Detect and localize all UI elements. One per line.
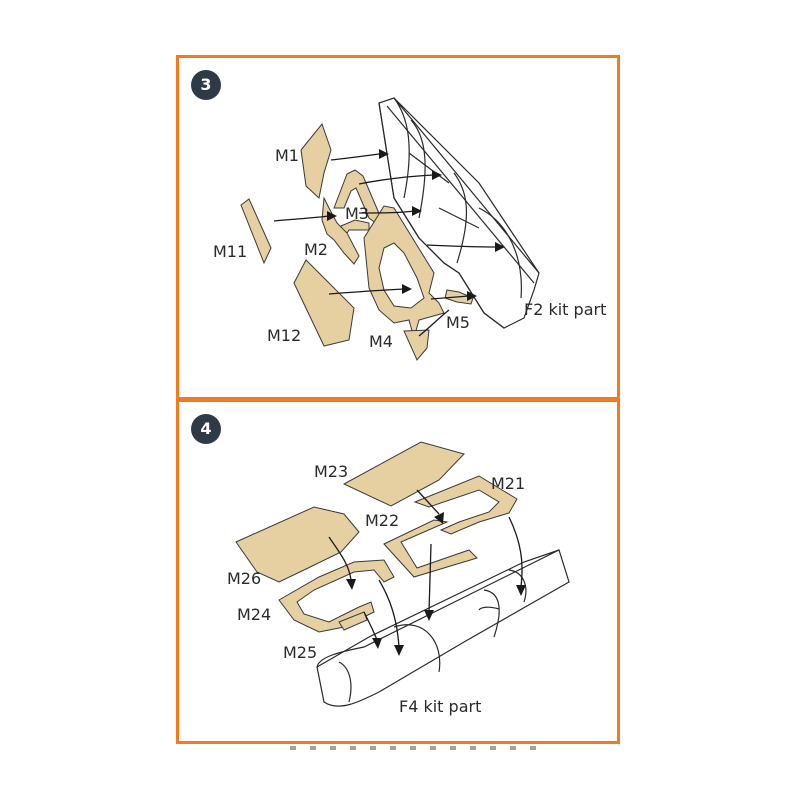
label-m24: M24 (237, 605, 271, 624)
mask-m4 (363, 205, 445, 361)
label-m26: M26 (227, 569, 261, 588)
step-4-panel: M23 M21 M22 M26 M24 M25 F4 kit part 4 (176, 399, 620, 744)
mask-m26 (235, 506, 360, 583)
label-m23: M23 (314, 462, 348, 481)
label-m3: M3 (345, 204, 369, 223)
f4-canopy (316, 549, 570, 707)
mask-m21 (413, 475, 518, 535)
label-m25: M25 (283, 643, 317, 662)
f2-canopy (378, 97, 540, 329)
label-m12: M12 (267, 326, 301, 345)
cropped-footer-text (290, 746, 540, 750)
mask-m25 (338, 611, 368, 631)
label-m22: M22 (365, 511, 399, 530)
step-4-diagram: M23 M21 M22 M26 M24 M25 F4 kit part (227, 441, 570, 716)
label-m2: M2 (304, 240, 328, 259)
mask-m23 (342, 441, 465, 507)
mask-m11 (240, 198, 272, 265)
mask-m12 (293, 259, 355, 347)
step-3-badge: 3 (191, 70, 221, 100)
step-4-badge: 4 (191, 414, 221, 444)
step-3-diagram: M1 M3 M11 M2 M12 M4 M5 F2 kit part (213, 97, 606, 361)
label-m1: M1 (275, 146, 299, 165)
label-m5: M5 (446, 313, 470, 332)
mask-m22 (383, 519, 478, 578)
label-f2-kit-part: F2 kit part (524, 300, 606, 319)
label-m11: M11 (213, 242, 247, 261)
label-f4-kit-part: F4 kit part (399, 697, 481, 716)
mask-m1 (300, 122, 332, 199)
step-3-panel: M1 M3 M11 M2 M12 M4 M5 F2 kit part 3 (176, 55, 620, 400)
label-m4: M4 (369, 332, 393, 351)
label-m21: M21 (491, 474, 525, 493)
step-4-arrows (328, 489, 526, 656)
step-3-arrows (273, 149, 505, 337)
